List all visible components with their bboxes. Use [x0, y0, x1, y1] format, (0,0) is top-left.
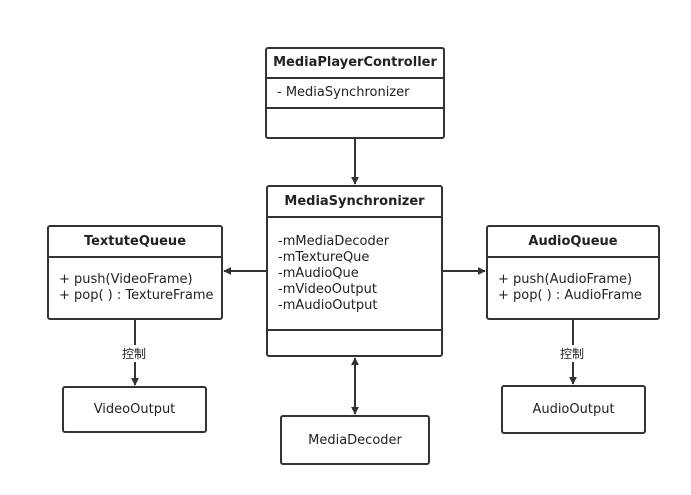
- field: - MediaSynchronizer: [277, 85, 410, 100]
- method-section: + push(AudioFrame) + pop( ) : AudioFrame: [488, 258, 658, 304]
- method: + push(AudioFrame): [498, 272, 633, 287]
- audio-output-node: AudioOutput: [501, 385, 646, 434]
- method: + pop( ) : TextureFrame: [59, 288, 214, 303]
- method: + pop( ) : AudioFrame: [498, 288, 642, 303]
- label-video-control: 控制: [120, 345, 149, 362]
- method: + push(VideoFrame): [59, 272, 193, 287]
- field-section: -mMediaDecoder -mTextureQue -mAudioQue -…: [268, 218, 441, 331]
- media-player-controller-class: MediaPlayerController - MediaSynchronize…: [265, 47, 445, 139]
- class-title: TextuteQueue: [49, 227, 221, 258]
- node-label: MediaDecoder: [308, 432, 402, 448]
- field: -mVideoOutput: [278, 282, 377, 297]
- field: -mAudioQue: [278, 266, 359, 281]
- field: -mTextureQue: [278, 250, 370, 265]
- field: -mAudioOutput: [278, 298, 378, 313]
- class-title: MediaSynchronizer: [268, 187, 441, 218]
- node-label: AudioOutput: [532, 402, 615, 417]
- media-synchronizer-class: MediaSynchronizer -mMediaDecoder -mTextu…: [266, 185, 443, 357]
- field: -mMediaDecoder: [278, 234, 390, 249]
- media-decoder-node: MediaDecoder: [280, 415, 430, 465]
- class-title: MediaPlayerController: [267, 49, 443, 79]
- texture-queue-class: TextuteQueue + push(VideoFrame) + pop( )…: [47, 225, 223, 320]
- audio-queue-class: AudioQueue + push(AudioFrame) + pop( ) :…: [486, 225, 660, 320]
- video-output-node: VideoOutput: [62, 386, 207, 433]
- method-section: [267, 109, 443, 137]
- node-label: VideoOutput: [93, 402, 176, 417]
- class-title: AudioQueue: [488, 227, 658, 258]
- field-section: - MediaSynchronizer: [267, 79, 443, 109]
- method-section: [268, 331, 441, 355]
- label-audio-control: 控制: [558, 345, 587, 362]
- method-section: + push(VideoFrame) + pop( ) : TextureFra…: [49, 258, 221, 304]
